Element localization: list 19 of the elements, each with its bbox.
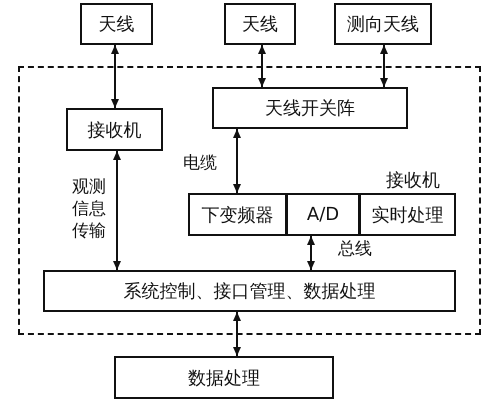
arrow (233, 312, 241, 356)
group-heading: 接收机 (386, 169, 440, 192)
process-box: 数据处理 (114, 356, 334, 399)
arrow (233, 129, 241, 193)
arrow (111, 45, 119, 108)
arrow (380, 45, 388, 87)
process-box: 实时处理 (359, 193, 456, 236)
process-box: 天线 (80, 3, 153, 45)
process-box: 下变频器 (188, 193, 287, 236)
process-box: 天线开关阵 (212, 87, 408, 129)
process-box: 天线 (224, 3, 296, 45)
arrow (113, 151, 121, 270)
process-box: A/D (286, 193, 360, 236)
arrow (307, 236, 315, 270)
arrow (258, 45, 266, 87)
dashed-boundary (18, 66, 481, 335)
process-box: 测向天线 (334, 3, 432, 45)
process-box: 接收机 (66, 108, 163, 151)
process-bar: 系统控制、接口管理、数据处理 (43, 270, 456, 312)
